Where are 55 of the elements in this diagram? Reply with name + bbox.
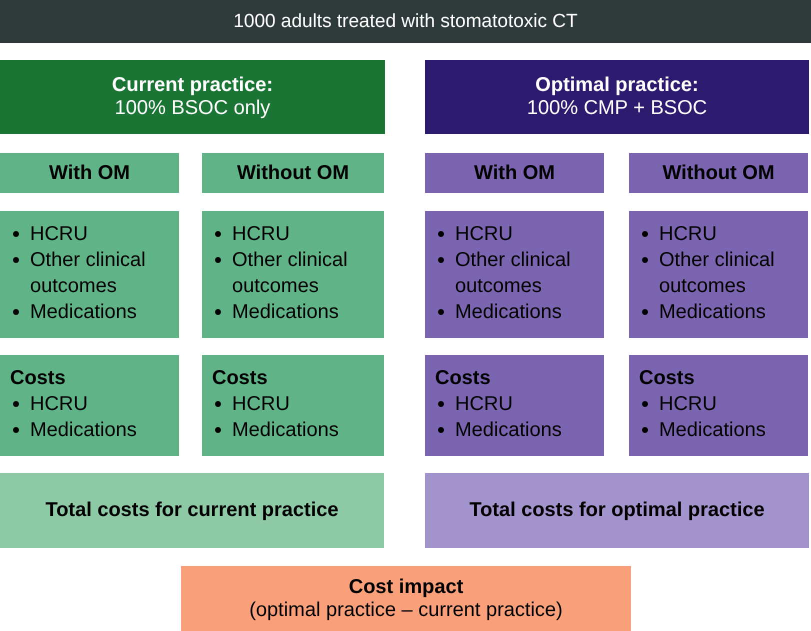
bullet-item: HCRU [455,391,594,417]
box-heading: 1000 adults treated with stomatotoxic CT [233,10,578,32]
subgroup-box [202,153,384,193]
outcome-box [202,211,384,338]
outcome-box [0,211,179,338]
box-heading: Total costs for optimal practice [469,499,765,522]
box-heading: Without OM [236,162,349,184]
bullet-item: Other clinical outcomes [455,247,594,299]
section-heading: Costs [639,366,696,391]
arm-header-box [425,60,809,134]
box-subtitle: (optimal practice – current practice) [249,598,563,622]
arm-header-box [0,60,385,134]
box-subtitle: 100% CMP + BSOC [526,97,708,120]
outcome-box [425,211,604,338]
bullet-item: HCRU [455,221,594,247]
total-box [0,473,384,548]
subgroup-box [629,153,808,193]
bullet-item: HCRU [659,221,798,247]
cost-box [425,355,604,456]
bullet-item: Medications [455,299,594,325]
box-heading: Cost impact [348,576,464,598]
cost-box [629,355,808,456]
cost-box [0,355,179,456]
box-heading: Total costs for current practice [45,499,339,522]
section-heading: Costs [435,366,492,391]
box-heading: Without OM [662,162,774,184]
subgroup-box [0,153,179,193]
bullet-item: Other clinical outcomes [232,247,374,299]
bullet-item: HCRU [30,391,169,417]
bullet-item: HCRU [232,221,374,247]
box-heading: Optimal practice: [535,74,699,97]
section-heading: Costs [212,366,269,391]
bullet-item: Medications [659,417,798,443]
section-heading: Costs [10,366,67,391]
bullet-item: Other clinical outcomes [659,247,798,299]
box-heading: With OM [49,162,130,184]
box-heading: With OM [474,162,555,184]
bullet-item: Medications [232,299,374,325]
outcome-box [629,211,808,338]
bullet-item: Medications [659,299,798,325]
total-box [425,473,809,548]
bullet-item: Medications [232,417,374,443]
title-bar [0,0,811,43]
box-subtitle: 100% BSOC only [114,97,270,120]
bullet-item: Other clinical outcomes [30,247,169,299]
cost-box [202,355,384,456]
bullet-item: HCRU [30,221,169,247]
bullet-item: Medications [455,417,594,443]
bullet-item: HCRU [659,391,798,417]
impact-box [181,566,631,631]
box-heading: Current practice: [112,74,274,97]
bullet-item: Medications [30,299,169,325]
bullet-item: Medications [30,417,169,443]
bullet-item: HCRU [232,391,374,417]
subgroup-box [425,153,604,193]
